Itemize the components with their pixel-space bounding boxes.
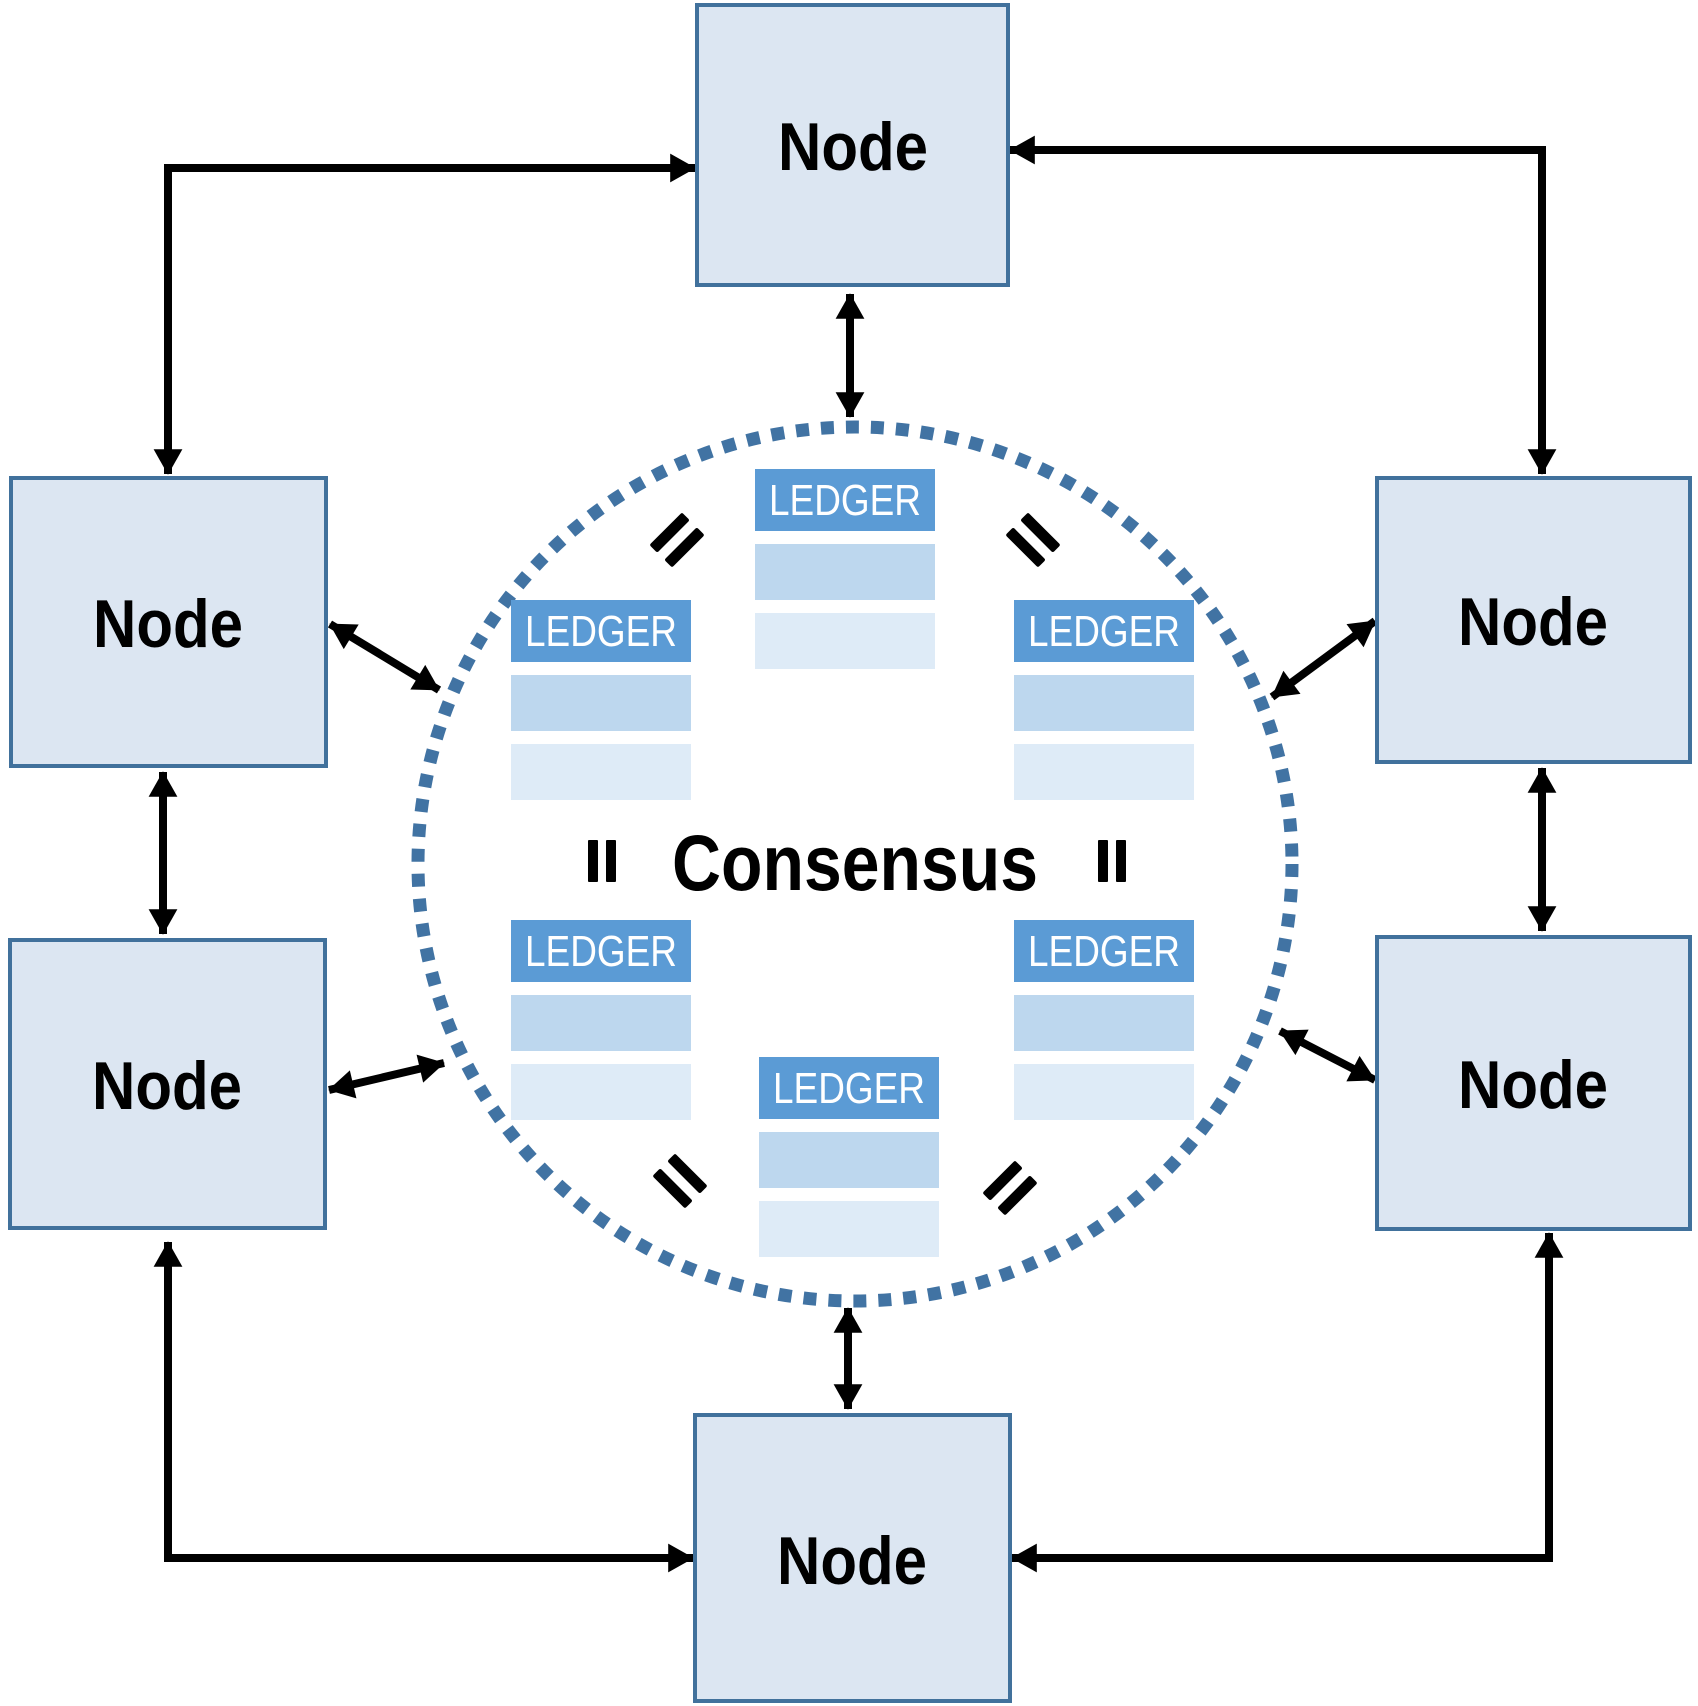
node-bottom: Node <box>693 1413 1012 1703</box>
arrow-lowerright-to-bottom <box>1011 1232 1564 1573</box>
node-upper-right: Node <box>1375 476 1692 764</box>
equals-icon <box>653 1154 707 1208</box>
ledger-row <box>511 675 691 731</box>
node-label: Node <box>778 109 928 185</box>
ledger-label: LEDGER <box>769 476 921 525</box>
ledger-bottom-center: LEDGER <box>759 1057 939 1257</box>
ledger-row <box>755 613 935 669</box>
node-label: Node <box>93 586 243 662</box>
node-box <box>8 938 327 1230</box>
node-box <box>9 476 328 768</box>
equals-icon <box>983 1161 1037 1215</box>
node-box <box>693 1413 1012 1703</box>
node-lower-right: Node <box>1375 935 1692 1231</box>
node-label: Node <box>1458 1047 1608 1123</box>
arrow-lowerleft-to-consensus <box>328 1054 445 1099</box>
ledger-header <box>511 600 691 662</box>
ledger-label: LEDGER <box>1028 607 1180 656</box>
ledger-header <box>759 1057 939 1119</box>
arrow-top-to-upperright <box>1009 135 1557 475</box>
consensus-ring <box>411 420 1299 1308</box>
ledger-lower-left: LEDGER <box>511 920 691 1120</box>
ledger-row <box>1014 995 1194 1051</box>
ledger-label: LEDGER <box>773 1064 925 1113</box>
ledger-row <box>759 1201 939 1257</box>
ledger-row <box>1014 1064 1194 1120</box>
node-label: Node <box>92 1048 242 1124</box>
ledger-row <box>755 544 935 600</box>
ledger-upper-left: LEDGER <box>511 600 691 800</box>
ledger-row <box>759 1132 939 1188</box>
node-top: Node <box>695 3 1010 287</box>
ledger-header <box>511 920 691 982</box>
ledger-row <box>1014 744 1194 800</box>
ledger-header <box>1014 920 1194 982</box>
ledger-header <box>755 469 935 531</box>
equals-icon <box>650 513 704 567</box>
consensus-label: Consensus <box>672 818 1038 907</box>
ledger-label: LEDGER <box>525 607 677 656</box>
ledger-lower-right: LEDGER <box>1014 920 1194 1120</box>
arrow-lowerright-to-consensus <box>1278 1027 1377 1084</box>
node-label: Node <box>777 1523 927 1599</box>
ledger-label: LEDGER <box>1028 927 1180 976</box>
equals-icon <box>1098 840 1126 882</box>
node-upper-left: Node <box>9 476 328 768</box>
arrow-top-to-upperleft <box>153 153 696 475</box>
node-box <box>1375 476 1692 764</box>
ledger-row <box>511 995 691 1051</box>
equals-icon <box>588 840 616 882</box>
node-box <box>1375 935 1692 1231</box>
ledger-label: LEDGER <box>525 927 677 976</box>
node-lower-left: Node <box>8 938 327 1230</box>
ledger-upper-right: LEDGER <box>1014 600 1194 800</box>
arrow-upperleft-to-consensus <box>327 620 442 694</box>
arrow-lowerleft-to-bottom <box>153 1241 694 1573</box>
ledger-row <box>511 744 691 800</box>
node-label: Node <box>1458 584 1608 660</box>
ledger-row <box>511 1064 691 1120</box>
ledger-top-center: LEDGER <box>755 469 935 669</box>
node-box <box>695 3 1010 287</box>
equals-icon <box>1006 513 1060 567</box>
ledger-row <box>1014 675 1194 731</box>
ledger-header <box>1014 600 1194 662</box>
arrow-upperright-to-consensus <box>1269 617 1378 701</box>
